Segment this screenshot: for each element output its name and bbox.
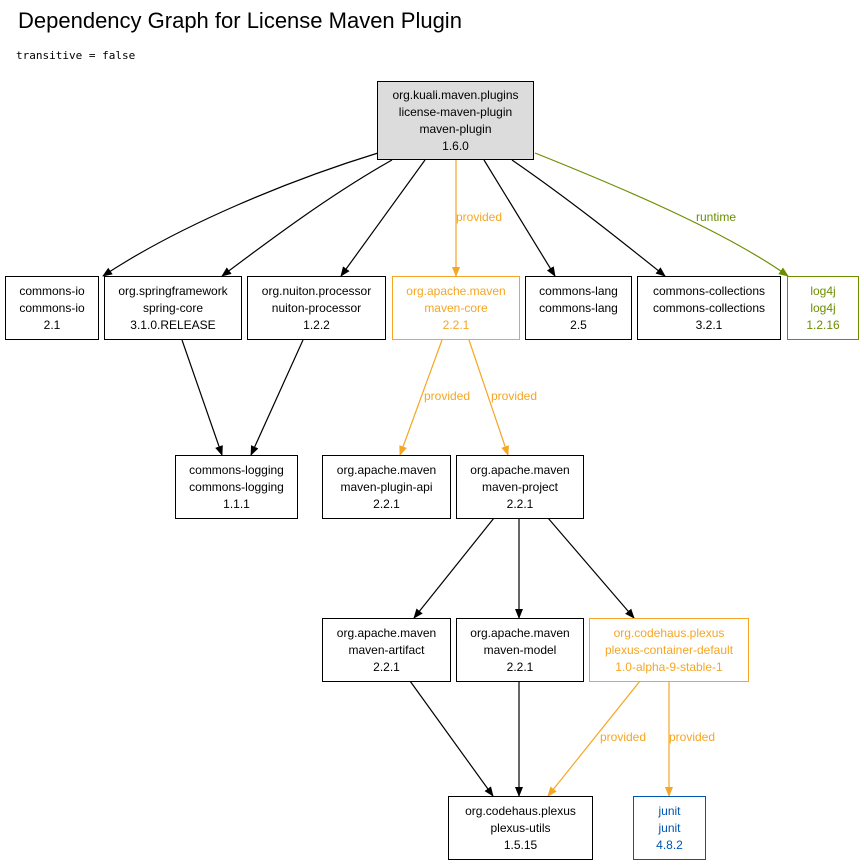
node-version: 2.2.1 [506,496,534,511]
node-artifact: commons-io [19,300,85,315]
node-nuiton-processor: org.nuiton.processor nuiton-processor 1.… [247,276,386,340]
node-artifact: license-maven-plugin [398,104,513,119]
node-commons-collections: commons-collections commons-collections … [637,276,781,340]
node-version: 3.2.1 [695,317,723,332]
edge-container-plexus-utils [547,680,641,797]
edge-label-root-log4j: runtime [696,210,737,224]
node-version: 2.2.1 [506,659,534,674]
edge-label-container-junit: provided [669,730,716,744]
node-log4j: log4j log4j 1.2.16 [787,276,859,340]
node-group: commons-io [19,283,85,298]
node-version: 4.8.2 [656,837,683,852]
edge-root-nuiton-processor [340,159,426,277]
node-version: 2.1 [43,317,61,332]
node-version: 1.5.15 [503,837,538,852]
node-maven-model: org.apache.maven maven-model 2.2.1 [456,618,584,682]
edge-root-commons-io [102,152,379,277]
node-artifact: maven-plugin-api [340,479,433,494]
transitive-setting: transitive = false [16,49,136,62]
node-group: org.kuali.maven.plugins [392,87,519,102]
node-artifact: commons-collections [652,300,766,315]
node-version: 1.0-alpha-9-stable-1 [615,659,723,674]
page-title: Dependency Graph for License Maven Plugi… [18,8,462,33]
node-group: org.apache.maven [336,462,437,477]
node-junit: junit junit 4.8.2 [633,796,706,860]
edge-label-core-project: provided [491,389,538,403]
node-artifact: plexus-utils [490,820,551,835]
edge-spring-core-commons-logging [181,339,223,456]
node-group: org.nuiton.processor [261,283,372,298]
node-version: 2.5 [570,317,587,332]
edge-project-container [547,517,635,619]
node-spring-core: org.springframework spring-core 3.1.0.RE… [104,276,242,340]
edge-label-core-plugin-api: provided [424,389,471,403]
edge-root-spring-core [221,159,393,277]
node-group: org.apache.maven [470,462,570,477]
node-artifact: commons-lang [539,300,618,315]
node-artifact: junit [658,820,681,835]
node-group: commons-logging [189,462,284,477]
node-commons-io: commons-io commons-io 2.1 [5,276,99,340]
node-artifact: plexus-container-default [604,642,734,657]
edge-root-commons-lang [483,159,556,277]
node-artifact: maven-core [424,300,488,315]
node-group: org.apache.maven [406,283,506,298]
node-group: org.apache.maven [470,625,570,640]
node-artifact: nuiton-processor [271,300,362,315]
node-group: org.apache.maven [336,625,437,640]
node-plexus-container-default: org.codehaus.plexus plexus-container-def… [589,618,749,682]
edge-root-commons-collections [511,159,666,277]
node-version: 2.2.1 [373,496,400,511]
node-group: commons-collections [652,283,766,298]
edge-maven-core-plugin-api [399,339,443,456]
node-maven-core: org.apache.maven maven-core 2.2.1 [392,276,520,340]
node-group: org.codehaus.plexus [465,803,576,818]
edge-maven-core-project [468,339,509,456]
node-group: org.codehaus.plexus [613,625,725,640]
edge-nuiton-processor-commons-logging [250,339,304,456]
node-group: junit [658,803,681,818]
edge-label-container-utils: provided [600,730,647,744]
node-artifact: log4j [810,300,836,315]
node-maven-artifact: org.apache.maven maven-artifact 2.2.1 [322,618,451,682]
edge-label-root-maven-core: provided [456,210,503,224]
node-artifact: spring-core [142,300,204,315]
node-plexus-utils: org.codehaus.plexus plexus-utils 1.5.15 [448,796,593,860]
node-artifact: maven-artifact [348,642,425,657]
node-group: log4j [810,283,836,298]
node-group: org.springframework [118,283,228,298]
node-version: 2.2.1 [442,317,470,332]
edge-artifact-plexus-utils [409,680,494,797]
node-artifact: maven-model [483,642,557,657]
node-license-maven-plugin: org.kuali.maven.plugins license-maven-pl… [377,81,534,160]
edge-root-log4j [534,152,789,277]
node-type: maven-plugin [419,121,492,136]
node-version: 2.2.1 [373,659,400,674]
node-artifact: commons-logging [189,479,284,494]
node-artifact: maven-project [481,479,559,494]
edge-project-artifact [413,517,495,619]
node-commons-lang: commons-lang commons-lang 2.5 [525,276,632,340]
node-version: 1.2.16 [806,317,840,332]
node-maven-plugin-api: org.apache.maven maven-plugin-api 2.2.1 [322,455,451,519]
node-commons-logging: commons-logging commons-logging 1.1.1 [175,455,298,519]
node-maven-project: org.apache.maven maven-project 2.2.1 [456,455,584,519]
node-group: commons-lang [539,283,618,298]
node-version: 1.2.2 [303,317,330,332]
node-version: 1.1.1 [223,496,250,511]
node-version: 3.1.0.RELEASE [130,317,216,332]
node-version: 1.6.0 [442,138,469,153]
